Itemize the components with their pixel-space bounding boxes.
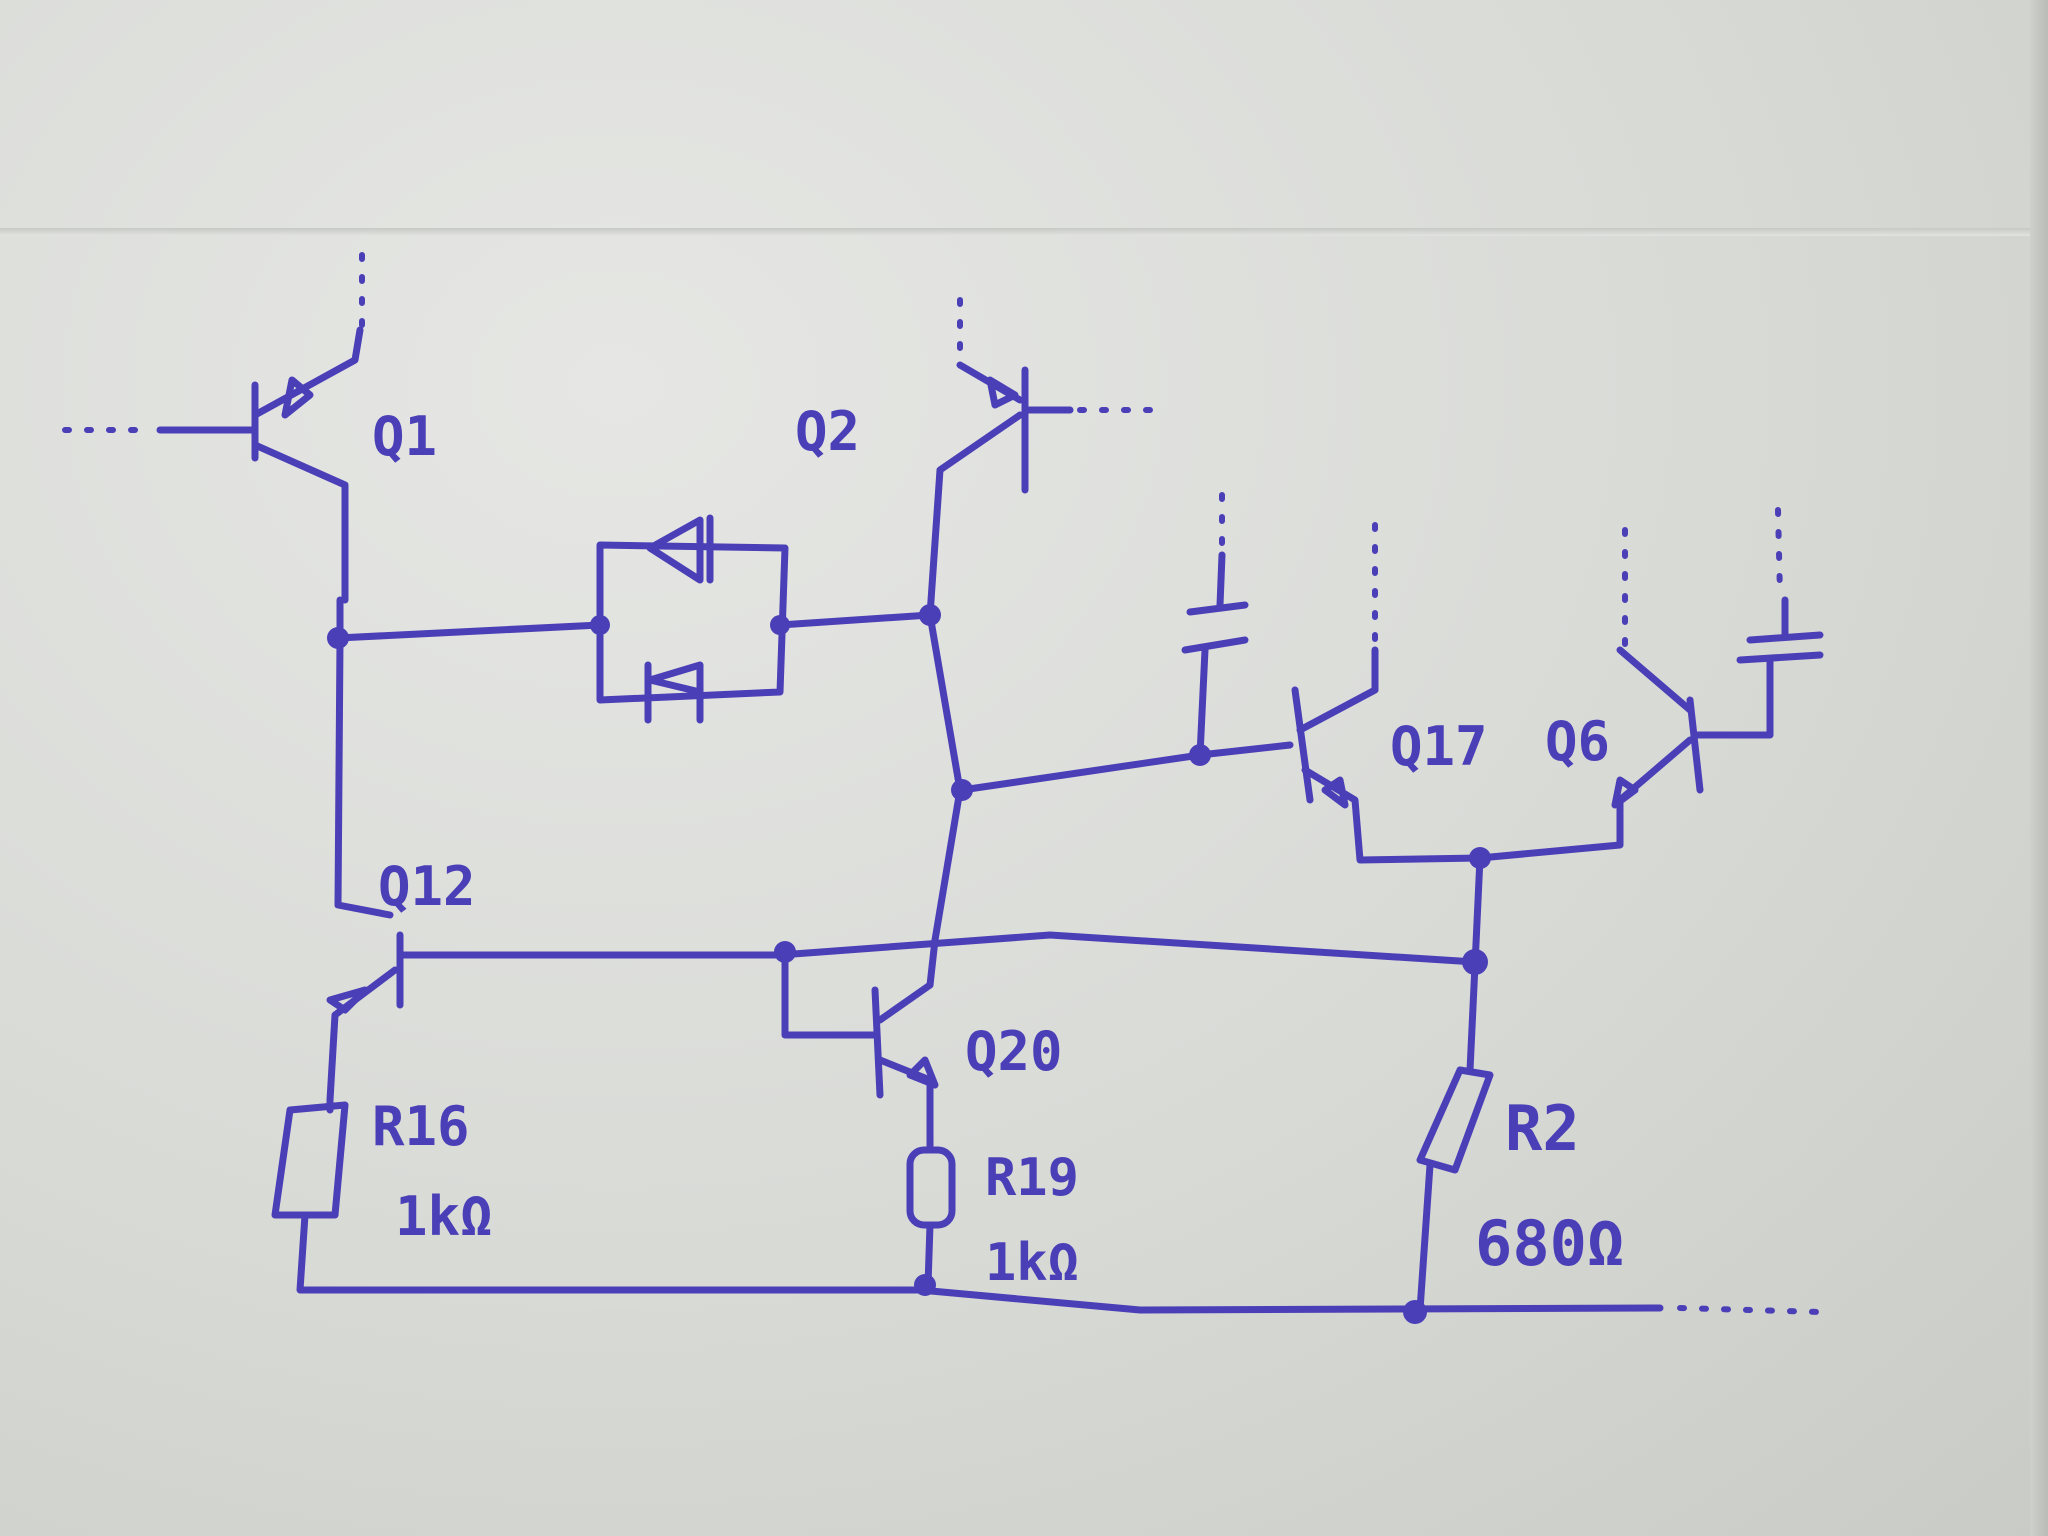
transistor-q6 [1476, 646, 1774, 862]
resistor-r16 [271, 1096, 924, 1294]
label-r16-value: 1kΩ [395, 1185, 493, 1248]
label-r2-value: 680Ω [1475, 1207, 1624, 1280]
label-r16: R16 [372, 1095, 470, 1158]
paper-fold-top [0, 228, 2048, 236]
label-q17: Q17 [1390, 715, 1488, 778]
transistor-q12 [326, 931, 784, 1104]
label-q12: Q12 [378, 855, 476, 918]
transistor-q1 [156, 326, 364, 604]
capacitor-1 [1181, 551, 1249, 759]
transistor-q20 [781, 948, 939, 1154]
capacitor-2 [1736, 596, 1824, 704]
wire-center-vertical [926, 611, 964, 989]
label-q1: Q1 [372, 405, 437, 468]
resistor-r2 [1416, 1066, 1494, 1314]
label-q6: Q6 [1545, 710, 1610, 773]
resistor-r19 [906, 1146, 956, 1289]
ground-stub [1677, 1305, 1823, 1315]
label-q20: Q20 [965, 1020, 1063, 1083]
node-diode-left [590, 615, 610, 635]
wire-ground-bus [916, 1286, 1664, 1314]
label-q2: Q2 [795, 400, 860, 463]
wire-to-q17 [958, 741, 1294, 794]
label-r19-value: 1kΩ [985, 1233, 1079, 1293]
wire-horizontal-bus [776, 931, 1479, 966]
wire-left-vertical [334, 596, 394, 919]
diode-pair [596, 514, 789, 724]
label-r19: R19 [985, 1148, 1079, 1208]
node-ground [1403, 1300, 1427, 1324]
transistor-q2 [926, 361, 1074, 619]
wire-diode-to-q2 [776, 611, 934, 629]
label-r2: R2 [1505, 1092, 1580, 1165]
cap2-stub [1775, 507, 1783, 598]
paper-fold-right [2030, 0, 2048, 1536]
wire-to-diodes [334, 621, 604, 642]
transistor-q17 [1291, 646, 1484, 864]
